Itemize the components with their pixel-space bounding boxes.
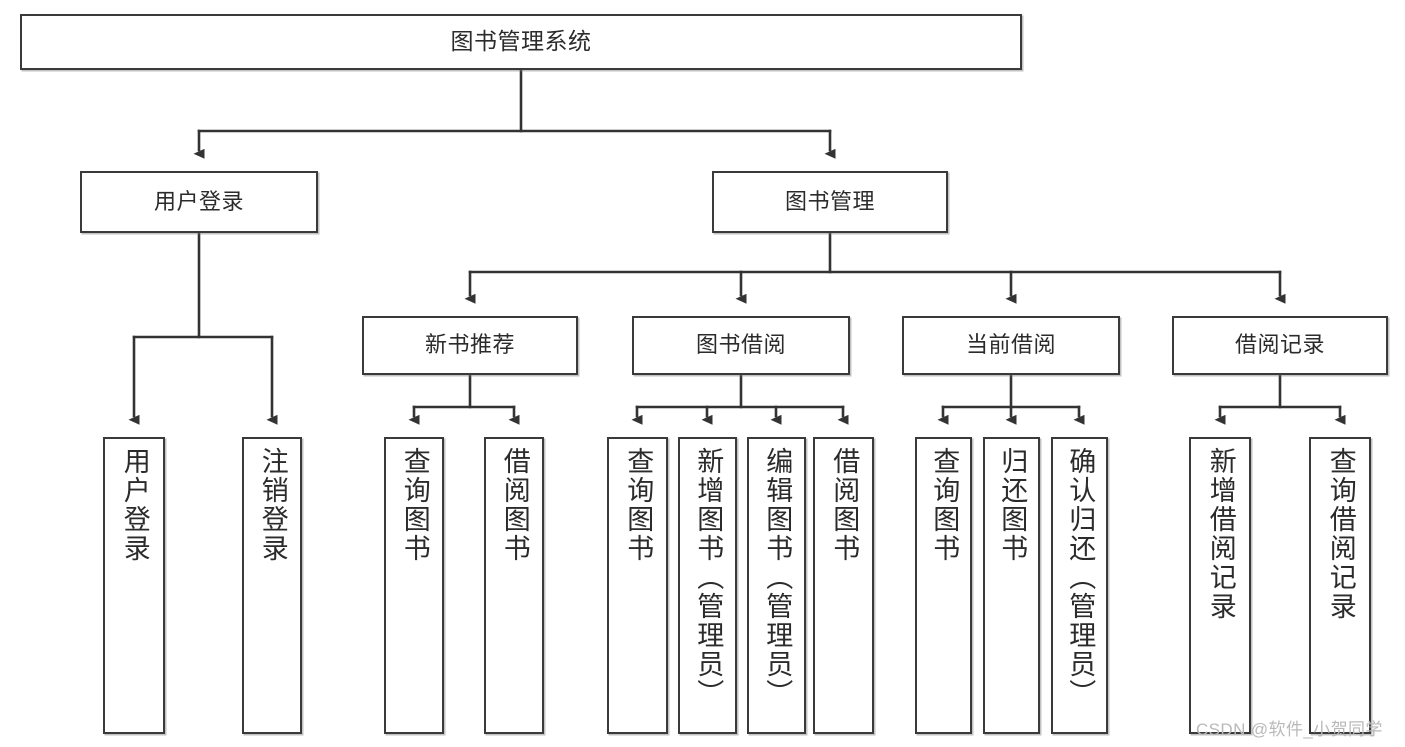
leaf-return-book-label: 归还图书 bbox=[997, 447, 1028, 563]
leaf-query-book-newbook-label: 查询图书 bbox=[399, 447, 430, 563]
leaf-add-borrow-record-label: 新增借阅记录 bbox=[1205, 447, 1236, 621]
leaf-user-login-label: 用户登录 bbox=[119, 447, 150, 563]
node-user-login[interactable]: 用户登录 bbox=[80, 171, 318, 233]
node-borrow-record-label: 借阅记录 bbox=[1234, 332, 1325, 358]
leaf-query-book-current-label: 查询图书 bbox=[929, 447, 960, 563]
node-current-borrow[interactable]: 当前借阅 bbox=[902, 316, 1120, 375]
node-new-book-recommend[interactable]: 新书推荐 bbox=[362, 316, 578, 375]
node-book-borrow[interactable]: 图书借阅 bbox=[632, 316, 850, 375]
leaf-user-login[interactable]: 用户登录 bbox=[103, 437, 165, 734]
leaf-confirm-return-admin-label: 确认归还（管理员） bbox=[1065, 447, 1096, 708]
node-root[interactable]: 图书管理系统 bbox=[20, 14, 1022, 70]
node-current-borrow-label: 当前借阅 bbox=[965, 332, 1056, 358]
node-book-management-label: 图书管理 bbox=[784, 188, 875, 214]
leaf-query-book-newbook[interactable]: 查询图书 bbox=[384, 437, 444, 734]
node-root-label: 图书管理系统 bbox=[450, 28, 592, 55]
leaf-add-book-admin-label: 新增图书（管理员） bbox=[693, 447, 724, 708]
node-book-borrow-label: 图书借阅 bbox=[695, 332, 786, 358]
node-borrow-record[interactable]: 借阅记录 bbox=[1172, 316, 1388, 375]
leaf-edit-book-admin[interactable]: 编辑图书（管理员） bbox=[747, 437, 806, 734]
node-new-book-recommend-label: 新书推荐 bbox=[424, 332, 515, 358]
leaf-confirm-return-admin[interactable]: 确认归还（管理员） bbox=[1051, 437, 1108, 734]
node-user-login-label: 用户登录 bbox=[153, 188, 244, 214]
leaf-query-book-borrow-label: 查询图书 bbox=[623, 447, 654, 563]
csdn-watermark: CSDN @软件_小贺同学 bbox=[1196, 720, 1383, 739]
leaf-return-book[interactable]: 归还图书 bbox=[983, 437, 1040, 734]
leaf-logout-label: 注销登录 bbox=[257, 447, 288, 563]
leaf-query-borrow-record[interactable]: 查询借阅记录 bbox=[1309, 437, 1371, 734]
node-book-management[interactable]: 图书管理 bbox=[712, 171, 948, 233]
leaf-borrow-book[interactable]: 借阅图书 bbox=[813, 437, 874, 734]
leaf-query-book-current[interactable]: 查询图书 bbox=[915, 437, 972, 734]
leaf-borrow-book-label: 借阅图书 bbox=[829, 447, 860, 563]
leaf-add-borrow-record[interactable]: 新增借阅记录 bbox=[1189, 437, 1251, 734]
leaf-logout[interactable]: 注销登录 bbox=[242, 437, 302, 734]
leaf-query-book-borrow[interactable]: 查询图书 bbox=[607, 437, 668, 734]
leaf-borrow-book-newbook[interactable]: 借阅图书 bbox=[484, 437, 544, 734]
leaf-edit-book-admin-label: 编辑图书（管理员） bbox=[762, 447, 793, 708]
leaf-borrow-book-newbook-label: 借阅图书 bbox=[499, 447, 530, 563]
leaf-add-book-admin[interactable]: 新增图书（管理员） bbox=[678, 437, 737, 734]
leaf-query-borrow-record-label: 查询借阅记录 bbox=[1325, 447, 1356, 621]
